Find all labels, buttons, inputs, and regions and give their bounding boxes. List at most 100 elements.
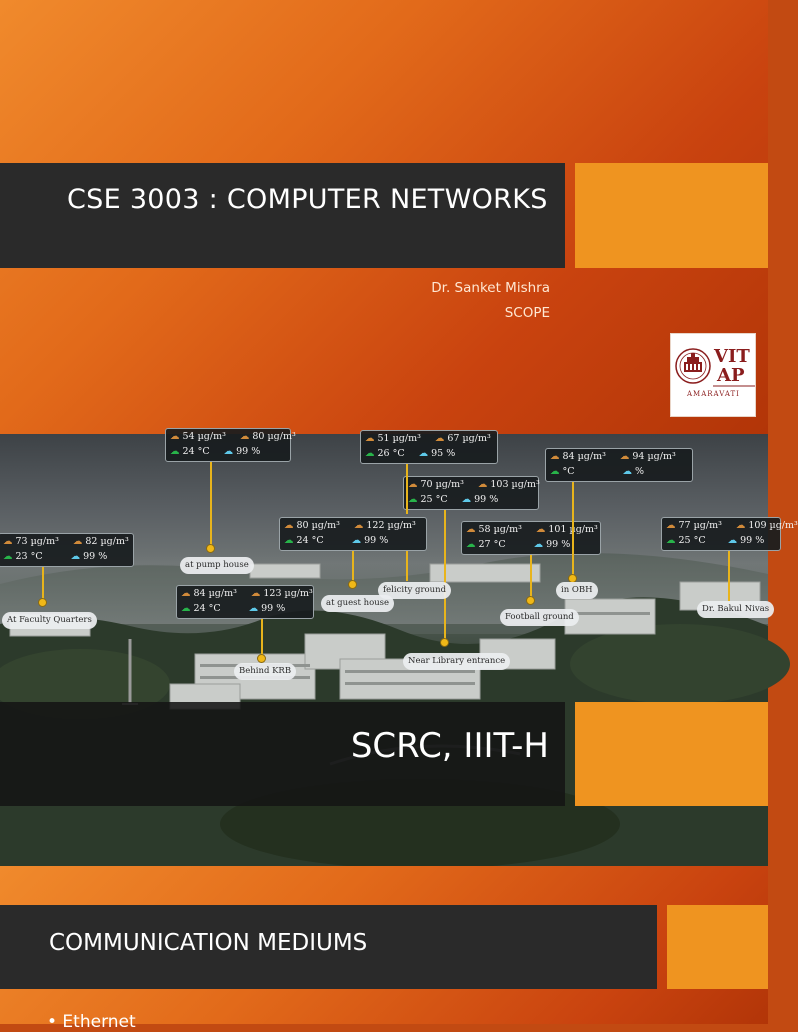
temperature-value: 24 °C xyxy=(182,446,210,457)
sensor-card: ☁54 µg/m³☁80 µg/m³ ☁24 °C☁99 % xyxy=(165,428,296,462)
sensor-card: ☁70 µg/m³☁103 µg/m³ ☁25 °C☁99 % xyxy=(403,476,540,510)
sensor-pin xyxy=(352,551,354,583)
temperature-value: 24 °C xyxy=(296,535,324,546)
pm25-value: 84 µg/m³ xyxy=(562,451,606,462)
location-label: Behind KRB xyxy=(234,663,297,680)
humidity-value: 95 % xyxy=(431,448,456,459)
pm-icon: ☁ xyxy=(365,433,375,444)
logo-text-vit: VIT xyxy=(714,346,750,367)
title-bar xyxy=(0,702,565,806)
pm-icon: ☁ xyxy=(535,524,546,535)
temperature-value: 25 °C xyxy=(678,535,706,546)
humidity-value: 99 % xyxy=(474,494,499,505)
vit-ap-logo: VIT AP AMARAVATI xyxy=(670,333,756,417)
location-label: At Faculty Quarters xyxy=(2,612,97,629)
campus-photo-slide: ☁54 µg/m³☁80 µg/m³ ☁24 °C☁99 % ☁51 µg/m³… xyxy=(0,428,798,869)
slide-title: COMMUNICATION MEDIUMS xyxy=(49,930,368,956)
humidity-value: 99 % xyxy=(236,446,261,457)
sensor-pin xyxy=(210,462,212,548)
location-label: felicity ground xyxy=(378,582,452,599)
sensor-card: ☁51 µg/m³☁67 µg/m³ ☁26 °C☁95 % xyxy=(360,430,498,464)
humidity-icon: ☁ xyxy=(418,448,429,459)
humidity-icon: ☁ xyxy=(70,551,81,562)
temperature-value: 26 °C xyxy=(377,448,405,459)
pm25-value: 84 µg/m³ xyxy=(193,588,237,599)
humidity-value: 99 % xyxy=(546,539,571,550)
accent-block xyxy=(575,163,768,268)
pm-icon: ☁ xyxy=(3,536,13,547)
sensor-card: ☁84 µg/m³☁94 µg/m³ ☁°C☁% xyxy=(545,448,693,482)
slide-title: SCRC, IIIT-H xyxy=(350,726,549,766)
pm25-value: 58 µg/m³ xyxy=(478,524,522,535)
pm-icon: ☁ xyxy=(619,451,630,462)
pm-icon: ☁ xyxy=(466,524,476,535)
temperature-icon: ☁ xyxy=(408,494,418,505)
pm-icon: ☁ xyxy=(181,588,191,599)
sensor-dot xyxy=(38,598,47,607)
pm-icon: ☁ xyxy=(250,588,261,599)
sensor-dot xyxy=(206,544,215,553)
sensor-card: ☁80 µg/m³☁122 µg/m³ ☁24 °C☁99 % xyxy=(279,517,427,551)
sensor-dot xyxy=(348,580,357,589)
pm10-value: 67 µg/m³ xyxy=(447,433,491,444)
department-name: SCOPE xyxy=(504,305,550,321)
temperature-value: 25 °C xyxy=(420,494,448,505)
pm10-value: 80 µg/m³ xyxy=(252,431,296,442)
humidity-value: 99 % xyxy=(364,535,389,546)
university-building-icon xyxy=(675,348,755,387)
pm10-value: 103 µg/m³ xyxy=(490,479,540,490)
logo-text-ap: AP xyxy=(717,365,745,386)
pm-icon: ☁ xyxy=(666,520,676,531)
humidity-value: 99 % xyxy=(261,603,286,614)
temperature-icon: ☁ xyxy=(466,539,476,550)
temperature-value: 27 °C xyxy=(478,539,506,550)
pm-icon: ☁ xyxy=(239,431,250,442)
sensor-dot xyxy=(257,654,266,663)
course-title: CSE 3003 : COMPUTER NETWORKS xyxy=(67,184,548,215)
pm25-value: 73 µg/m³ xyxy=(15,536,59,547)
title-slide: CSE 3003 : COMPUTER NETWORKS Dr. Sanket … xyxy=(0,0,768,434)
sensor-pin xyxy=(728,551,730,601)
pm25-value: 54 µg/m³ xyxy=(182,431,226,442)
accent-block xyxy=(575,702,768,806)
location-label: at pump house xyxy=(180,557,254,574)
temperature-value: 24 °C xyxy=(193,603,221,614)
sensor-card: ☁77 µg/m³☁109 µg/m³ ☁25 °C☁99 % xyxy=(661,517,798,551)
pm25-value: 80 µg/m³ xyxy=(296,520,340,531)
location-label: at guest house xyxy=(321,595,395,612)
pm25-value: 51 µg/m³ xyxy=(377,433,421,444)
temperature-icon: ☁ xyxy=(666,535,676,546)
pm-icon: ☁ xyxy=(284,520,294,531)
temperature-icon: ☁ xyxy=(181,603,191,614)
pm10-value: 122 µg/m³ xyxy=(366,520,416,531)
title-bar xyxy=(0,163,565,268)
humidity-icon: ☁ xyxy=(351,535,362,546)
humidity-icon: ☁ xyxy=(223,446,234,457)
temperature-value: 23 °C xyxy=(15,551,43,562)
humidity-icon: ☁ xyxy=(461,494,472,505)
location-label: Football ground xyxy=(500,609,579,626)
bullet-item: • Ethernet xyxy=(47,1012,136,1032)
sensor-dot xyxy=(526,596,535,605)
location-label: in OBH xyxy=(556,582,598,599)
title-bar xyxy=(0,905,657,989)
logo-text-amaravati: AMARAVATI xyxy=(687,390,740,398)
sensor-pin xyxy=(261,619,263,657)
humidity-value: 99 % xyxy=(83,551,108,562)
humidity-icon: ☁ xyxy=(248,603,259,614)
pm-icon: ☁ xyxy=(170,431,180,442)
accent-block xyxy=(667,905,768,989)
pm-icon: ☁ xyxy=(735,520,746,531)
temperature-icon: ☁ xyxy=(284,535,294,546)
sensor-card: ☁73 µg/m³☁82 µg/m³ ☁23 °C☁99 % xyxy=(0,533,134,567)
temperature-icon: ☁ xyxy=(550,466,560,477)
pm10-value: 82 µg/m³ xyxy=(85,536,129,547)
temperature-icon: ☁ xyxy=(3,551,13,562)
humidity-icon: ☁ xyxy=(622,466,633,477)
sensor-pin xyxy=(572,482,574,578)
humidity-icon: ☁ xyxy=(727,535,738,546)
content-slide: COMMUNICATION MEDIUMS • Ethernet xyxy=(0,866,768,1032)
pm-icon: ☁ xyxy=(408,479,418,490)
author-name: Dr. Sanket Mishra xyxy=(431,280,550,296)
sensor-pin xyxy=(42,567,44,599)
